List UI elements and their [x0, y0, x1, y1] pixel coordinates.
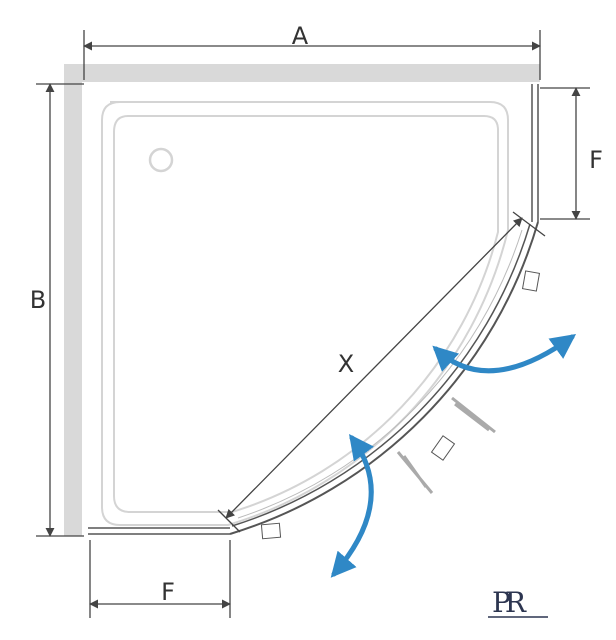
fixed-panel-right — [531, 84, 539, 222]
walls — [64, 64, 540, 536]
curved-sliding-door-outer — [229, 221, 539, 535]
door-swing-arrows — [330, 334, 577, 578]
swing-arrow-upper — [432, 334, 577, 374]
enclosure-frame — [88, 84, 541, 540]
dimension-b-label: B — [30, 286, 46, 314]
drain-hole — [148, 147, 174, 173]
dimension-x-tick-bottom — [217, 509, 241, 533]
door-handle-block — [430, 435, 456, 461]
fixed-panel-bottom — [88, 527, 230, 535]
curved-sliding-door-inner — [231, 223, 531, 527]
door-clip-bottom — [260, 522, 282, 540]
door-clip-top — [521, 270, 541, 292]
tray-outer-outline — [101, 101, 509, 526]
dimension-f-bottom-label: F — [161, 578, 175, 606]
swing-arrow-lower — [330, 433, 374, 578]
dimension-lines — [36, 30, 590, 618]
dimension-labels: A B F F X — [30, 22, 603, 606]
dimension-x-label: X — [338, 350, 354, 378]
curved-sliding-door-track — [237, 229, 523, 519]
dimension-x-tick-top — [512, 211, 546, 237]
dimension-a-label: A — [292, 22, 309, 50]
back-wall — [64, 64, 540, 82]
left-wall — [64, 64, 82, 536]
dimension-f-right-label: F — [589, 146, 603, 174]
brand-logo-text: PR — [492, 586, 527, 619]
dimension-x-line — [225, 217, 523, 519]
brand-logo: PR — [488, 586, 548, 619]
shower-tray — [101, 101, 509, 526]
